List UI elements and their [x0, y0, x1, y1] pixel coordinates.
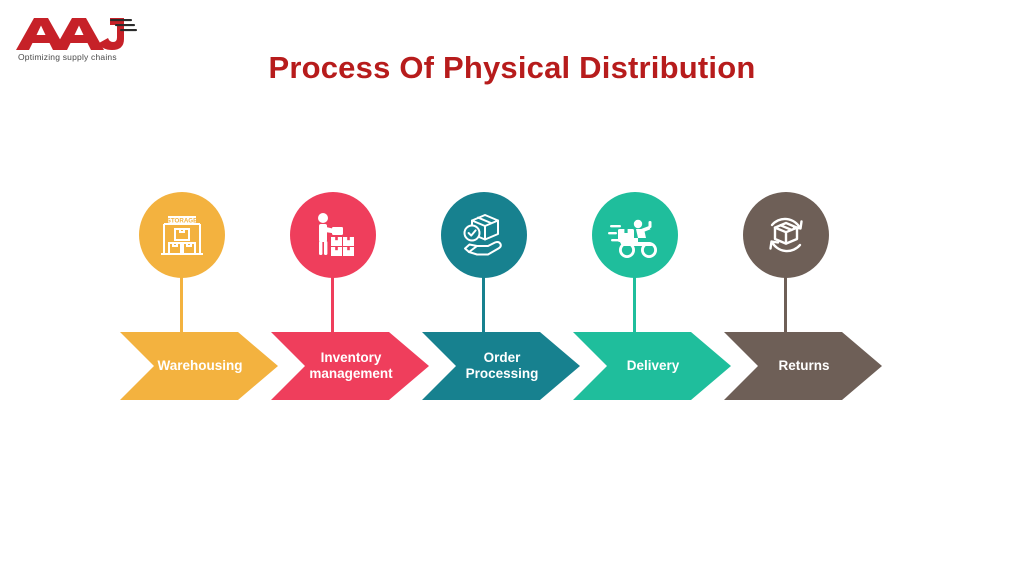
step-arrow-order-processing: [422, 332, 582, 400]
step-arrow-returns: [724, 332, 884, 400]
inventory-clerk-boxes-icon: [290, 192, 376, 278]
warehouse-storage-icon: STORAGE: [139, 192, 225, 278]
step-arrow-delivery: [573, 332, 733, 400]
step-connector-warehousing: [180, 272, 183, 334]
process-step-order-processing[interactable]: Order Processing: [422, 0, 582, 576]
page-title: Process Of Physical Distribution: [268, 50, 756, 85]
step-connector-returns: [784, 272, 787, 334]
process-step-warehousing[interactable]: Warehousing STORAGE: [120, 0, 280, 576]
step-arrow-inventory-management: [271, 332, 431, 400]
brand-logo: Optimizing supply chains: [14, 14, 146, 66]
process-step-delivery[interactable]: Delivery: [573, 0, 733, 576]
process-step-inventory-management[interactable]: Inventory management: [271, 0, 431, 576]
svg-text:STORAGE: STORAGE: [167, 218, 197, 225]
step-connector-order-processing: [482, 272, 485, 334]
step-connector-delivery: [633, 272, 636, 334]
process-step-returns[interactable]: Returns: [724, 0, 884, 576]
hand-box-check-icon: [441, 192, 527, 278]
step-connector-inventory-management: [331, 272, 334, 334]
step-arrow-warehousing: [120, 332, 280, 400]
logo-tagline: Optimizing supply chains: [18, 52, 117, 62]
logo-mark-icon: [16, 18, 137, 50]
delivery-scooter-icon: [592, 192, 678, 278]
box-return-arrows-icon: [743, 192, 829, 278]
